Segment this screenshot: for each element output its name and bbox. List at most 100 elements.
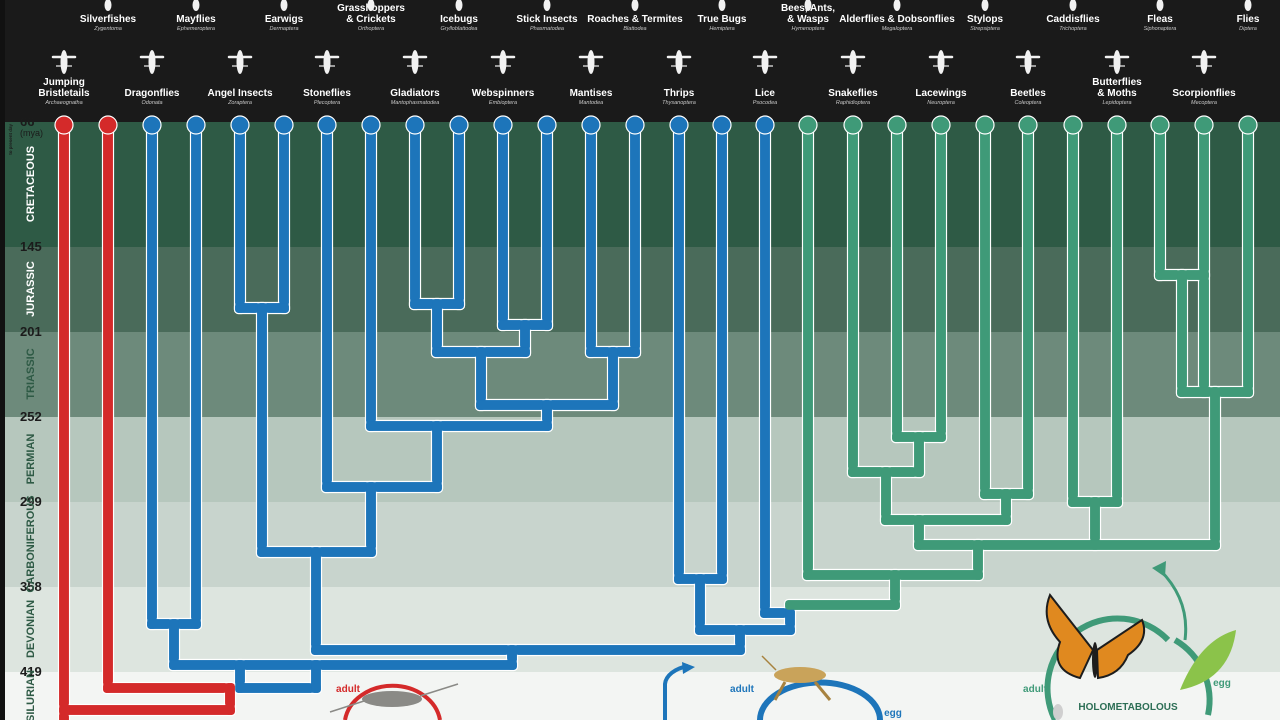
- tick-label-201: 201: [20, 324, 42, 339]
- period-cretaceous: CRETACEOUS: [25, 146, 37, 222]
- node-14: [669, 115, 689, 135]
- insect-body-20: [937, 50, 945, 74]
- silverfish-body: [362, 691, 422, 707]
- node-6: [317, 115, 337, 135]
- taxon-sci-2: Odonata: [141, 100, 162, 106]
- node-23: [1063, 115, 1083, 135]
- tick-label-66: 66: [20, 114, 34, 129]
- period-silurian: SILURIAN: [25, 670, 37, 720]
- insect-icon-14: [666, 50, 692, 74]
- insect-icon-9: [455, 0, 463, 11]
- silverfish-icon: [329, 683, 459, 713]
- insect-body-6: [323, 50, 331, 74]
- taxon-sci-26: Mecoptera: [1191, 100, 1217, 106]
- insect-icon-26: [1191, 50, 1217, 74]
- taxon-sci-17: Hymenoptera: [791, 26, 824, 32]
- insect-icon-27: [1244, 0, 1252, 11]
- taxon-sci-11: Phasmatodea: [530, 26, 564, 32]
- taxon-sci-3: Ephemeroptera: [177, 26, 215, 32]
- taxon-sci-27: Diptera: [1239, 26, 1257, 32]
- taxon-label-23: Caddisflies: [1046, 14, 1100, 25]
- pupa-icon: [1053, 704, 1063, 720]
- insect-icon-2: [139, 50, 165, 74]
- taxon-sci-16: Psocodea: [753, 100, 777, 106]
- taxon-label-11: Stick Insects: [516, 14, 578, 25]
- insect-icon-20: [928, 50, 954, 74]
- taxon-sci-13: Blattodea: [623, 26, 646, 32]
- taxon-label-6: Stoneflies: [303, 88, 351, 99]
- hemi-adult-label: adult: [730, 684, 755, 695]
- taxon-label-4: Angel Insects: [207, 88, 272, 99]
- taxon-sci-8: Mantophasmatodea: [391, 100, 440, 106]
- taxon-label-24: Butterflies: [1092, 77, 1142, 88]
- taxon-label-1: Silverfishes: [80, 14, 137, 25]
- insect-icon-5: [280, 0, 288, 11]
- node-4: [230, 115, 250, 135]
- insect-body-21: [981, 0, 989, 11]
- taxon-sci-12: Mantodea: [579, 100, 603, 106]
- node-2: [142, 115, 162, 135]
- holo-adult-label: adult: [1023, 684, 1048, 695]
- insect-icon-19: [893, 0, 901, 11]
- grasshopper-body: [774, 667, 826, 683]
- butterfly-icon: [1045, 593, 1146, 680]
- taxon-label-27: Flies: [1237, 14, 1260, 25]
- taxon-label-0: Bristletails: [38, 88, 90, 99]
- node-17: [798, 115, 818, 135]
- node-21: [975, 115, 995, 135]
- taxon-sci-10: Embioptera: [489, 100, 517, 106]
- insect-body-25: [1156, 0, 1164, 11]
- axis-unit: (mya): [20, 128, 43, 138]
- taxon-sci-24: Lepidoptera: [1102, 100, 1131, 106]
- node-10: [493, 115, 513, 135]
- insect-body-1: [104, 0, 112, 11]
- insect-body-27: [1244, 0, 1252, 11]
- insect-icon-1: [104, 0, 112, 11]
- taxon-sci-15: Hemiptera: [709, 26, 734, 32]
- taxon-sci-20: Neuroptera: [927, 100, 955, 106]
- insect-body-15: [718, 0, 726, 11]
- taxon-label-19: Alderflies & Dobsonflies: [839, 14, 955, 25]
- insect-icon-25: [1156, 0, 1164, 11]
- header-band: [0, 0, 1280, 122]
- taxon-label-0: Jumping: [43, 77, 85, 88]
- butterfly-wing-left: [1045, 593, 1095, 680]
- taxon-sci-4: Zoraptera: [227, 100, 252, 106]
- taxon-label-7: & Crickets: [346, 14, 396, 25]
- insect-body-4: [236, 50, 244, 74]
- taxon-label-2: Dragonflies: [124, 88, 179, 99]
- period-jurassic: JURASSIC: [25, 261, 37, 317]
- node-26: [1194, 115, 1214, 135]
- insect-icon-21: [981, 0, 989, 11]
- insect-icon-11: [543, 0, 551, 11]
- ametabolous-adult-label: adult: [336, 684, 361, 695]
- taxon-label-13: Roaches & Termites: [587, 14, 683, 25]
- taxon-sci-5: Dermaptera: [269, 26, 298, 32]
- taxa-header: JumpingBristletailsArchaeognathaSilverfi…: [38, 0, 1260, 106]
- taxon-label-24: & Moths: [1097, 88, 1137, 99]
- taxon-label-10: Webspinners: [472, 88, 535, 99]
- taxon-label-12: Mantises: [570, 88, 613, 99]
- insect-body-8: [411, 50, 419, 74]
- butterfly-body: [1092, 642, 1098, 678]
- node-11: [537, 115, 557, 135]
- node-8: [405, 115, 425, 135]
- insect-body-17: [804, 0, 812, 11]
- taxon-label-14: Thrips: [664, 88, 695, 99]
- insect-body-12: [587, 50, 595, 74]
- taxon-label-15: True Bugs: [698, 14, 747, 25]
- insect-icon-17: [804, 0, 812, 11]
- insect-body-23: [1069, 0, 1077, 11]
- insect-body-16: [761, 50, 769, 74]
- insect-icon-8: [402, 50, 428, 74]
- insect-icon-6: [314, 50, 340, 74]
- insect-icon-0: [51, 50, 77, 74]
- insect-icon-12: [578, 50, 604, 74]
- insect-icon-3: [192, 0, 200, 11]
- node-5: [274, 115, 294, 135]
- insect-body-19: [893, 0, 901, 11]
- hemi-arrowhead: [682, 662, 695, 674]
- tick-label-145: 145: [20, 239, 42, 254]
